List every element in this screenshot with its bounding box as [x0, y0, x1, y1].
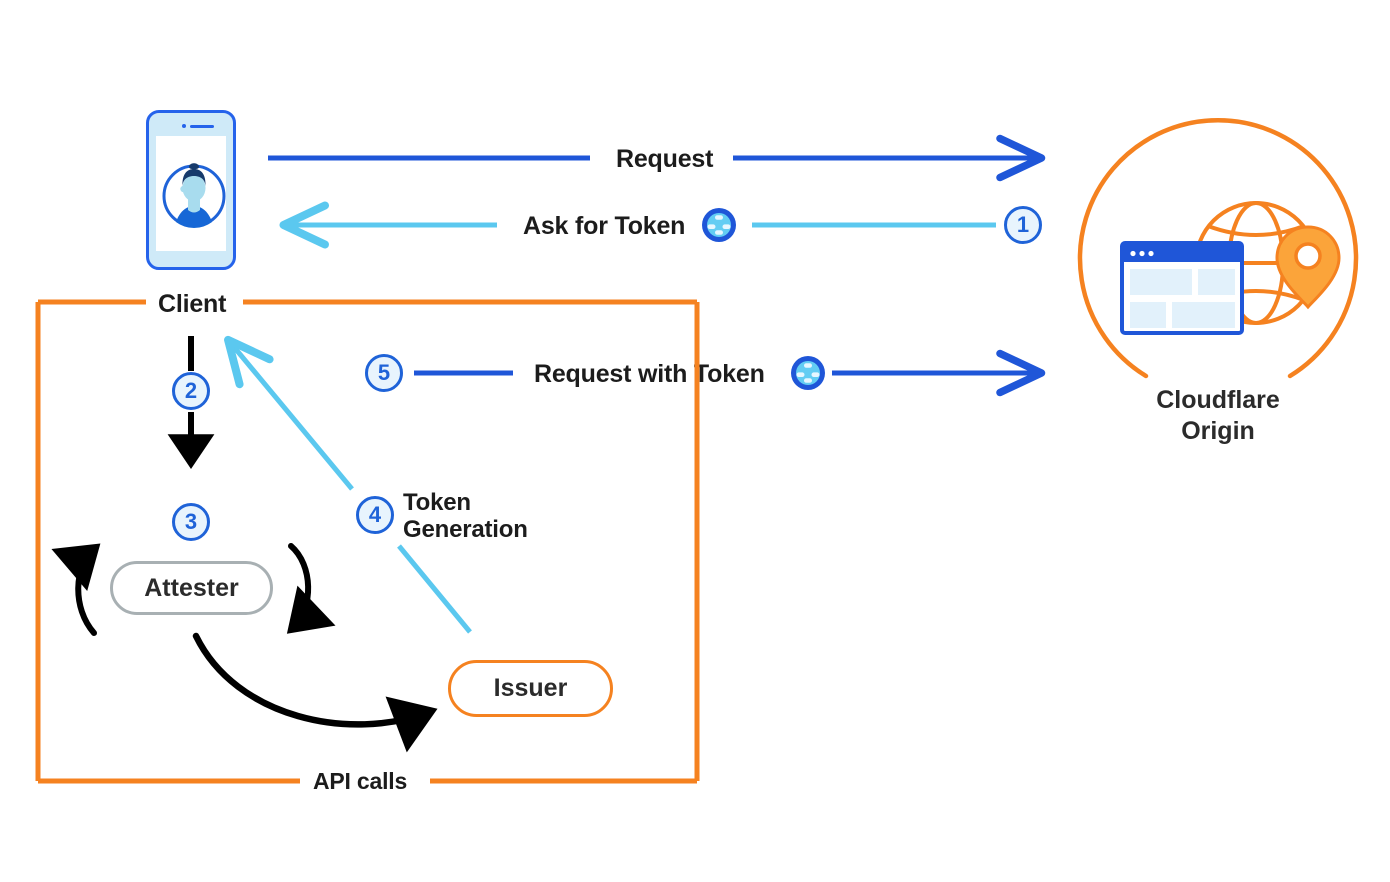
step-badge-2: 2: [172, 372, 210, 410]
arrow-attester-loop-right: [286, 543, 336, 634]
client-device: [146, 110, 236, 270]
step-badge-3: 3: [172, 503, 210, 541]
ask-for-token-label: Ask for Token: [513, 212, 696, 241]
attester-node[interactable]: Attester: [110, 561, 273, 615]
arrow-attester-loop-left: [51, 543, 101, 636]
request-with-token-label: Request with Token: [524, 360, 775, 389]
token-icon-ask: [700, 206, 738, 249]
phone-screen: [156, 136, 226, 251]
step-badge-5: 5: [365, 354, 403, 392]
origin-line-1: Cloudflare: [1156, 386, 1280, 414]
browser-window-icon: [1120, 241, 1244, 335]
cloudflare-origin-graphic: [1058, 108, 1378, 398]
request-label: Request: [606, 145, 724, 174]
issuer-node[interactable]: Issuer: [448, 660, 613, 717]
token-generation-line-1: Token: [403, 489, 471, 516]
user-avatar-icon: [162, 163, 226, 228]
location-pin-icon: [1275, 225, 1341, 310]
issuer-label: Issuer: [493, 674, 568, 702]
cloudflare-origin-label: Cloudflare Origin: [1108, 385, 1328, 446]
token-generation-label: Token Generation: [403, 489, 563, 544]
phone-speaker-bar: [190, 124, 214, 128]
api-calls-label: API calls: [301, 768, 420, 795]
token-icon-request: [789, 354, 827, 397]
origin-line-2: Origin: [1181, 416, 1255, 445]
step-badge-4: 4: [356, 496, 394, 534]
client-label: Client: [146, 290, 239, 319]
arrow-attester-to-issuer: [192, 632, 438, 753]
origin-circle-arc: [1077, 118, 1359, 379]
phone-camera-dot: [182, 124, 186, 128]
attester-label: Attester: [144, 573, 239, 602]
token-generation-line-2: Generation: [403, 516, 528, 544]
step-badge-1: 1: [1004, 206, 1042, 244]
